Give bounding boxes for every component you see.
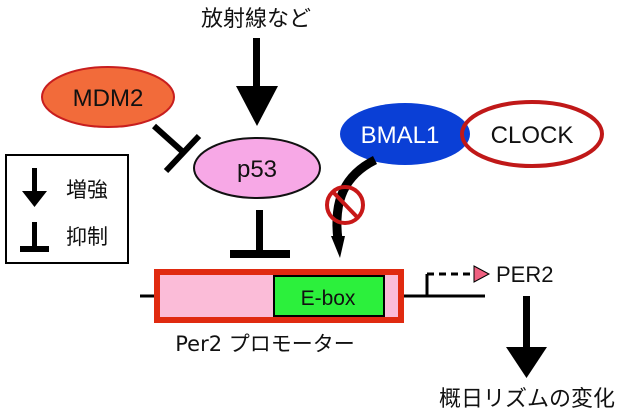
circadian-change-label: 概日リズムの変化 [439,387,615,412]
transcription-start-arrow [425,265,491,296]
p53-node: p53 [193,137,321,199]
blocked-binding-arrow [331,155,378,258]
legend-inhibit-label: 抑制 [66,225,108,249]
activation-arrow-radiation-p53 [236,38,278,126]
per2-promoter: E-box [154,269,404,323]
legend-enhance-label: 増強 [66,178,108,202]
ebox-label: E-box [301,287,356,310]
bmal1-node: BMAL1 [340,103,470,165]
legend-box: 増強 抑制 [5,154,129,264]
activation-arrow-per2-outcome [506,296,547,378]
mdm2-label: MDM2 [73,85,144,112]
inhibition-mdm2-p53 [151,123,202,174]
bmal1-label: BMAL1 [361,122,440,149]
ebox-element [273,275,385,317]
mdm2-node: MDM2 [41,66,175,128]
prohibited-icon [325,185,365,225]
legend-tbar-icon [20,222,49,252]
promoter-caption: Per2 プロモーター [175,332,355,356]
inhibition-p53-promoter [230,210,290,258]
legend-arrow-icon [22,168,47,207]
clock-label: CLOCK [491,122,574,149]
per2-product-label: PER2 [496,262,553,287]
clock-node: CLOCK [460,100,604,168]
p53-label: p53 [237,156,277,183]
radiation-label: 放射線など [201,7,311,32]
